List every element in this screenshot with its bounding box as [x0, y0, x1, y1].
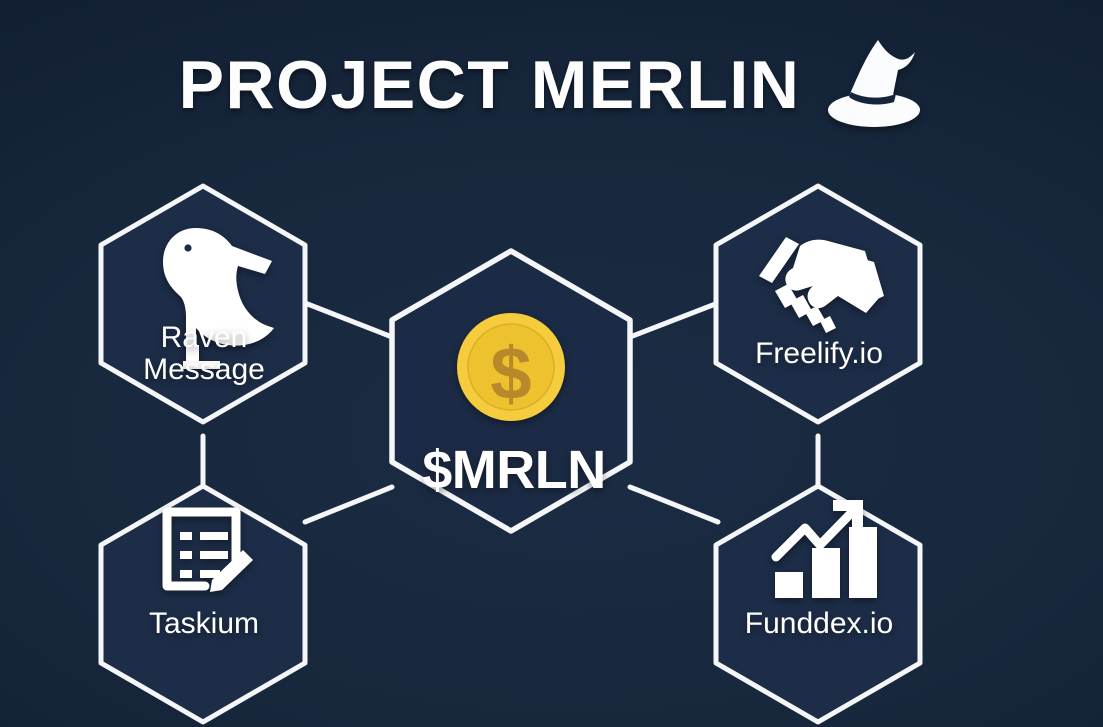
hex-label-mrln: $MRLN — [422, 440, 606, 500]
hex-outline-taskium — [98, 483, 308, 725]
hex-label-taskium: Taskium — [149, 607, 259, 640]
hex-label-raven-line2: Message — [143, 353, 265, 386]
raven-bird-icon — [163, 228, 274, 369]
hex-node-raven-message[interactable]: Raven Message — [98, 183, 308, 425]
connector-mrln-to-funddex — [627, 484, 721, 525]
connector-raven-to-mrln — [302, 300, 395, 340]
checklist-document-pencil-icon — [162, 507, 253, 592]
hex-label-freelify-io: Freelify.io — [755, 337, 883, 370]
connector-taskium-to-mrln — [302, 484, 395, 525]
gold-coin-dollar-icon: $ — [457, 313, 565, 421]
hex-node-mrln[interactable]: $ $MRLN — [389, 248, 633, 534]
coin-dollar-symbol: $ — [490, 332, 531, 415]
hex-outline-funddex-io — [713, 483, 923, 725]
hex-label-raven-line1: Raven — [161, 321, 248, 354]
growth-bar-chart-arrow-icon — [771, 500, 877, 598]
hex-node-freelify-io[interactable]: Freelify.io — [713, 183, 923, 425]
hex-node-taskium[interactable]: Taskium — [98, 483, 308, 725]
hex-label-funddex-io: Funddex.io — [745, 607, 893, 640]
connector-group — [200, 300, 821, 525]
connector-mrln-to-freelify — [627, 300, 721, 340]
hex-node-funddex-io[interactable]: Funddex.io — [713, 483, 923, 725]
handshake-icon — [759, 237, 884, 333]
